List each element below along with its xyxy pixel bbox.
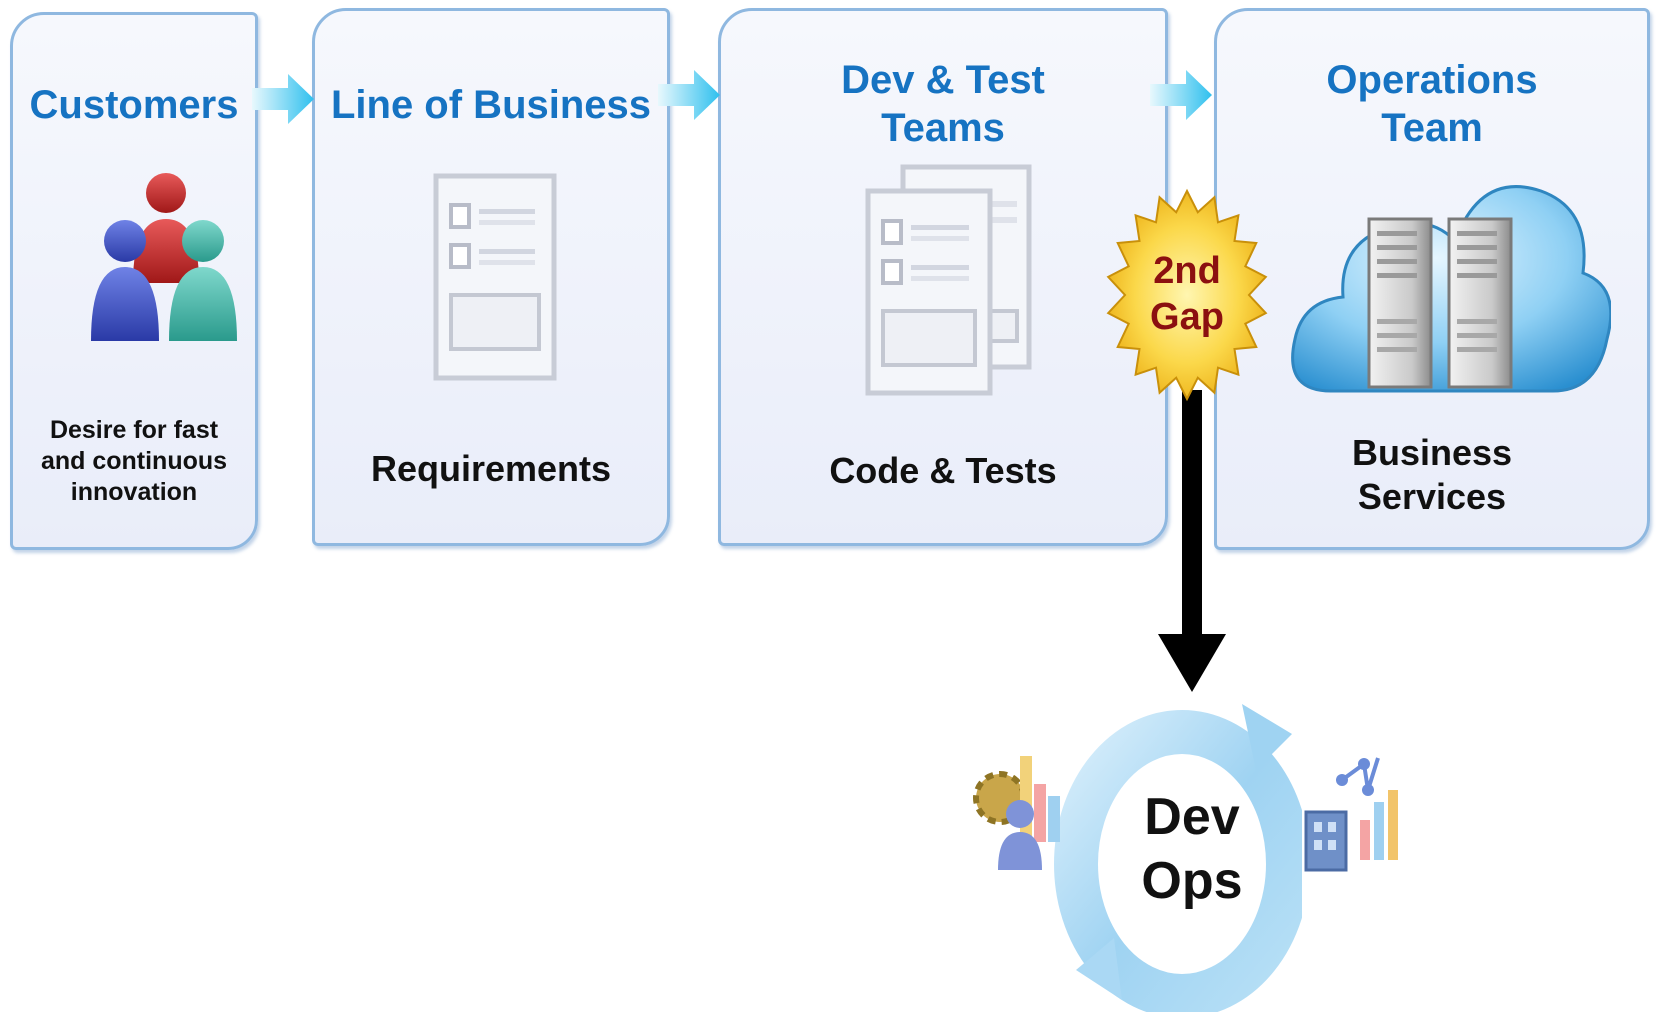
panel-title-line-of-business: Line of Business (330, 83, 652, 127)
panel-operations-team: Operations Team (1214, 8, 1650, 550)
panel-caption-operations-team: Business Services (1351, 432, 1513, 517)
documents-stack-icon (865, 161, 1041, 399)
gap-badge-label: 2nd Gap (1150, 250, 1224, 338)
devops-label: Dev Ops (1141, 788, 1243, 910)
panel-line-of-business: Line of Business Requirements (312, 8, 670, 546)
people-icon (83, 163, 243, 343)
panel-title-operations-team: Operations Team (1326, 58, 1538, 150)
panel-caption-customers: Desire for fast and continuous innovatio… (40, 416, 228, 506)
gear-person-chart-icon (970, 752, 1080, 880)
document-form-icon (433, 173, 557, 381)
panel-caption-line-of-business: Requirements (370, 448, 612, 489)
panel-customers: Customers Desire for fast and continuous… (10, 12, 258, 550)
panel-caption-dev-test-teams: Code & Tests (829, 450, 1057, 491)
starburst-icon (1106, 188, 1268, 402)
cloud-servers-icon (1291, 169, 1611, 409)
panel-title-customers: Customers (29, 83, 239, 127)
flow-arrow-icon (1150, 68, 1214, 122)
down-arrow-icon (1156, 390, 1228, 694)
flow-arrow-icon (658, 68, 722, 122)
flow-arrow-icon (252, 72, 316, 126)
cycle-arrows-icon (1042, 694, 1302, 1012)
panel-dev-test-teams: Dev & Test Teams Code & Tests (718, 8, 1168, 546)
panel-title-dev-test-teams: Dev & Test Teams (841, 58, 1045, 150)
building-network-chart-icon (1298, 750, 1410, 872)
gap-badge: 2nd Gap (1104, 188, 1270, 402)
